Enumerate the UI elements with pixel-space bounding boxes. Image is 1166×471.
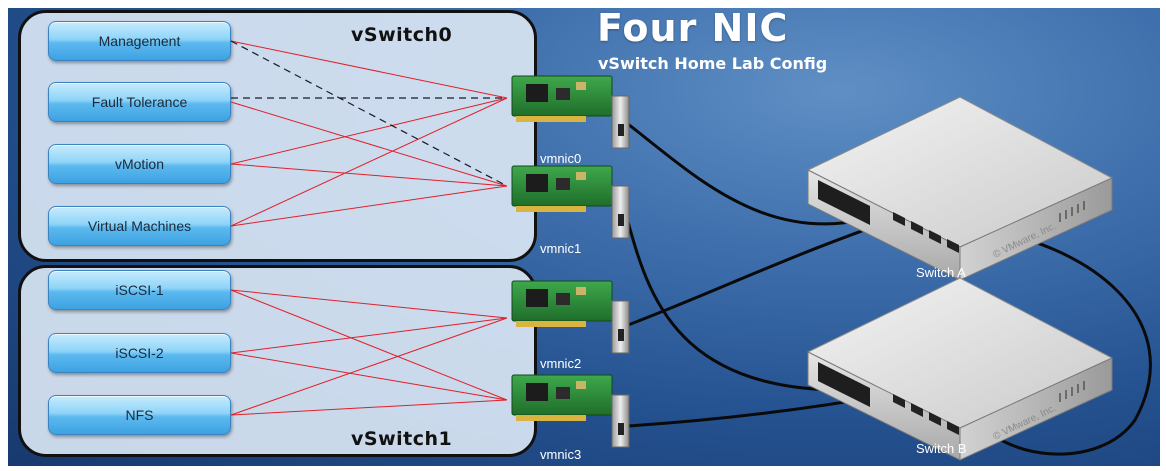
vswitch1-active-links — [230, 289, 508, 416]
portgroup-vmotion[interactable]: vMotion — [48, 144, 231, 184]
diagram-title: Four NIC — [597, 6, 789, 50]
vswitch1-label: vSwitch1 — [351, 428, 453, 450]
standby-links — [230, 40, 508, 187]
diagram-subtitle: vSwitch Home Lab Config — [598, 54, 828, 73]
nic-card-vmnic2 — [511, 280, 630, 354]
nic-card-vmnic0 — [511, 75, 630, 149]
nic-label-vmnic3: vmnic3 — [540, 447, 582, 462]
portgroup-nfs[interactable]: NFS — [48, 395, 231, 435]
nic-card-vmnic3 — [511, 374, 630, 448]
switch-a-label: Switch A — [916, 265, 966, 280]
portgroup-management[interactable]: Management — [48, 21, 231, 61]
switch-b-icon — [806, 277, 1114, 461]
portgroup-fault-tolerance[interactable]: Fault Tolerance — [48, 82, 231, 122]
switch-b-label: Switch B — [916, 441, 967, 456]
nic-label-vmnic0: vmnic0 — [540, 151, 582, 166]
nic-label-vmnic1: vmnic1 — [540, 241, 582, 256]
vswitch0-label: vSwitch0 — [351, 24, 453, 46]
portgroup-iscsi-1[interactable]: iSCSI-1 — [48, 270, 231, 310]
switch-a-icon — [806, 96, 1114, 281]
portgroup-virtual-machines[interactable]: Virtual Machines — [48, 206, 231, 246]
nic-label-vmnic2: vmnic2 — [540, 356, 582, 371]
vswitch0-active-links — [230, 40, 508, 227]
portgroup-iscsi-2[interactable]: iSCSI-2 — [48, 333, 231, 373]
nic-card-vmnic1 — [511, 165, 630, 239]
